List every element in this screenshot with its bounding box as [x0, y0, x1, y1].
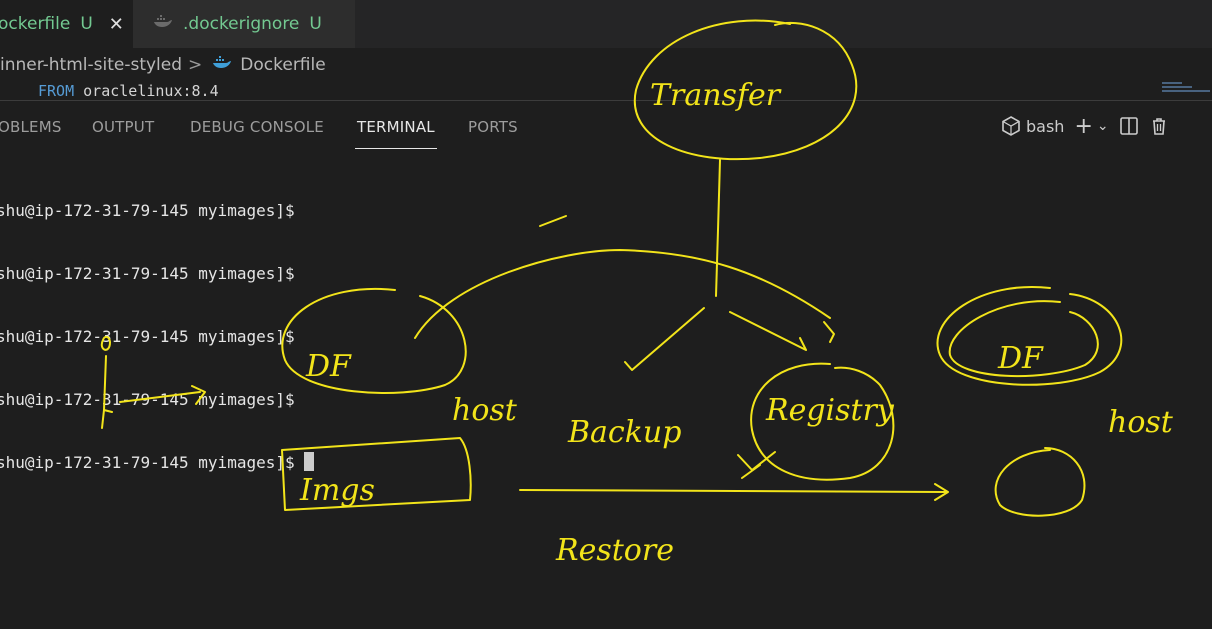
code-argument: oraclelinux:8.4	[83, 82, 219, 100]
target-circle	[994, 447, 1086, 517]
code-keyword: FROM	[38, 82, 75, 100]
terminal-line: shu@ip-172-31-79-145 myimages]$	[0, 327, 295, 346]
split-icon	[1119, 117, 1138, 135]
tab-ports[interactable]: PORTS	[468, 118, 518, 136]
backup-label: Backup	[567, 415, 681, 450]
code-line[interactable]: FROM oraclelinux:8.4	[38, 82, 219, 100]
backup-branch	[624, 307, 705, 371]
restore-label: Restore	[555, 533, 674, 568]
terminal-cursor	[304, 452, 315, 471]
untracked-badge: U	[309, 14, 322, 34]
df-right-circle-outer	[936, 286, 1123, 386]
docker-icon	[212, 55, 232, 75]
tab-debug-console[interactable]: DEBUG CONSOLE	[190, 118, 324, 136]
terminal-line: shu@ip-172-31-79-145 myimages]$	[0, 390, 295, 409]
breadcrumb-separator: >	[188, 55, 203, 75]
panel-actions: bash + ⌄	[1000, 112, 1179, 140]
split-terminal-button[interactable]	[1119, 116, 1139, 136]
docker-icon	[153, 14, 173, 34]
stray-mark	[539, 215, 567, 227]
transfer-arc	[414, 249, 831, 339]
terminal-output[interactable]: shu@ip-172-31-79-145 myimages]$ shu@ip-1…	[0, 158, 315, 494]
panel-tab-bar: OBLEMS OUTPUT DEBUG CONSOLE TERMINAL POR…	[0, 106, 1212, 150]
terminal-line: shu@ip-172-31-79-145 myimages]$	[0, 201, 295, 220]
tab-dockerignore[interactable]: .dockerignore U	[133, 0, 355, 48]
editor-tab-bar: ockerfile U ✕ .dockerignore U	[0, 0, 1212, 48]
registry-label: Registry	[765, 393, 895, 428]
tab-terminal[interactable]: TERMINAL	[357, 118, 435, 136]
registry-circle	[750, 362, 895, 481]
terminal-shell-selector[interactable]: bash	[1000, 115, 1064, 137]
breadcrumb-folder[interactable]: inner-html-site-styled	[0, 55, 183, 75]
arc-end-tick	[823, 321, 835, 343]
df-right-label: DF	[997, 341, 1044, 376]
terminal-icon	[1002, 116, 1020, 136]
df-right-circle-inner	[948, 300, 1099, 378]
terminal-line: shu@ip-172-31-79-145 myimages]$	[0, 264, 295, 283]
new-terminal-button[interactable]: + ⌄	[1074, 114, 1108, 139]
tab-output[interactable]: OUTPUT	[92, 118, 155, 136]
trash-icon	[1152, 118, 1165, 135]
untracked-badge: U	[80, 14, 93, 34]
minimap[interactable]	[1162, 82, 1212, 98]
host-right-label: host	[1108, 405, 1174, 440]
breadcrumb: inner-html-site-styled > Dockerfile	[0, 52, 326, 78]
kill-terminal-button[interactable]	[1149, 116, 1169, 136]
registry-check-mark	[737, 451, 776, 479]
tab-problems[interactable]: OBLEMS	[0, 118, 62, 136]
transfer-connector	[715, 159, 721, 297]
restore-arrow	[519, 483, 949, 501]
active-tab-indicator	[355, 148, 437, 149]
tab-label: ockerfile	[0, 14, 71, 34]
breadcrumb-file[interactable]: Dockerfile	[240, 55, 326, 75]
tab-dockerfile[interactable]: ockerfile U ✕	[0, 0, 133, 48]
chevron-down-icon[interactable]: ⌄	[1096, 118, 1109, 134]
terminal-prompt-line[interactable]: shu@ip-172-31-79-145 myimages]$	[0, 452, 315, 473]
shell-label: bash	[1026, 116, 1065, 136]
host-left-label: host	[452, 393, 518, 428]
registry-branch	[729, 311, 807, 351]
panel-divider[interactable]	[0, 100, 1212, 101]
tab-label: .dockerignore	[183, 14, 300, 34]
close-icon[interactable]: ✕	[108, 13, 124, 35]
terminal-line: shu@ip-172-31-79-145 myimages]$	[0, 453, 305, 472]
plus-icon: +	[1074, 113, 1093, 139]
